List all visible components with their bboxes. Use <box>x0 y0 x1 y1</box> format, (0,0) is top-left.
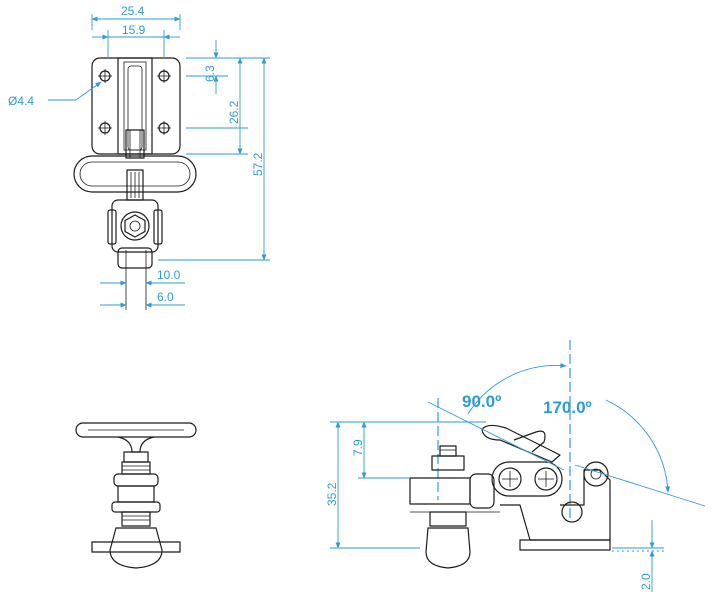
center-bracket <box>117 57 153 155</box>
spindle-block <box>409 477 471 505</box>
hole-spacing-label: 26.2 <box>227 100 241 124</box>
side-handle <box>481 424 561 463</box>
link-arm <box>491 461 563 497</box>
top-offset-label: 6.3 <box>203 65 217 82</box>
arm-swing-angle-label: 170.0º <box>543 398 592 417</box>
hole-diameter-label: Ø4.4 <box>8 94 34 108</box>
handle-open-angle-label: 90.0º <box>462 392 501 411</box>
spindle-inner-label: 6.0 <box>157 290 174 304</box>
hex-nut <box>120 211 150 241</box>
width-outer-label: 25.4 <box>121 4 145 18</box>
lever-arm <box>125 129 145 159</box>
total-height-label: 57.2 <box>251 152 265 176</box>
spindle-width-label: 10.0 <box>157 268 181 282</box>
handle-offset-label: 7.9 <box>351 439 365 456</box>
side-view: 35.2 7.9 2.0 90.0º 170.0º <box>325 340 706 592</box>
side-body <box>500 469 611 541</box>
side-height-label: 35.2 <box>325 482 339 506</box>
front-view <box>75 422 197 569</box>
side-spindle-cap <box>425 527 471 569</box>
clamp-head <box>111 199 159 253</box>
base-flange <box>91 541 181 553</box>
handle-bar <box>75 422 197 438</box>
spindle-cap <box>109 527 163 569</box>
top-view: 25.4 15.9 Ø4.4 6.3 26.2 57.2 10.0 <box>8 4 270 310</box>
side-base <box>519 539 611 551</box>
base-thickness-label: 2.0 <box>639 573 653 590</box>
width-inner-label: 15.9 <box>122 23 146 37</box>
